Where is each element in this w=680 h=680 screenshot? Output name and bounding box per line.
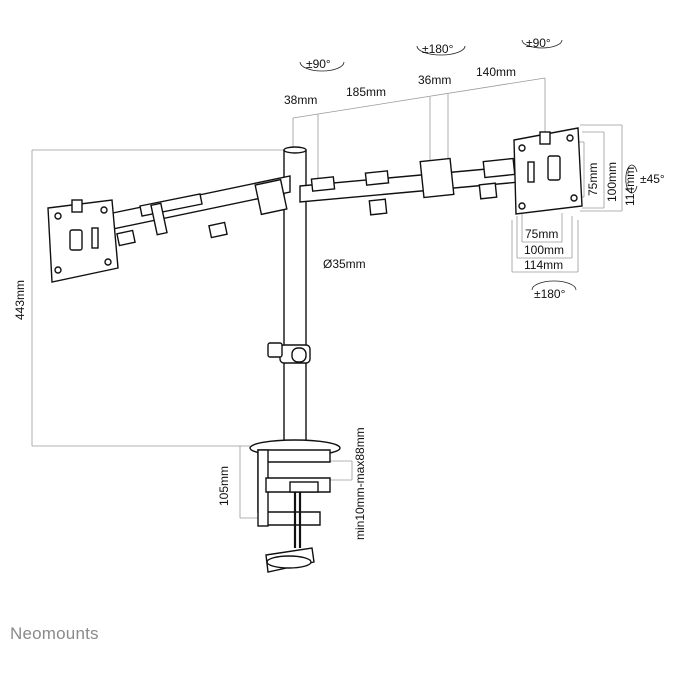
rotation-tilt: ±45° [640,172,665,186]
dim-height: 443mm [13,280,27,320]
vesa-plate-right [513,127,583,215]
dim-pole-diameter: Ø35mm [323,257,366,271]
dim-vesa-w-114: 114mm [524,258,563,272]
dim-arm-right: 140mm [476,65,516,79]
desk-clamp [249,439,341,573]
arms [107,157,521,247]
dim-desk-thickness: min10mm-max88mm [353,427,367,540]
rotation-swivel-left: ±90° [306,57,331,71]
dim-arm-joint: 36mm [418,73,451,87]
dim-vesa-w-100: 100mm [524,243,564,257]
dimension-lines [31,77,623,519]
dim-vesa-h-114: 114mm [623,167,637,206]
rotation-rotate: ±180° [534,287,566,301]
vesa-plate-left [47,199,119,283]
dim-arm-left: 38mm [284,93,317,107]
dim-vesa-h-100: 100mm [605,162,619,202]
rotation-swivel-right: ±90° [526,36,551,50]
dim-vesa-w-75: 75mm [525,227,558,241]
dim-arm-mid: 185mm [346,85,386,99]
dim-vesa-h-75: 75mm [586,163,600,196]
pole [267,146,311,451]
rotation-swivel-mid: ±180° [422,42,454,56]
dim-clamp-height: 105mm [217,466,231,506]
rotation-symbols [299,39,638,291]
brand-logo-text: Neomounts [10,624,99,643]
